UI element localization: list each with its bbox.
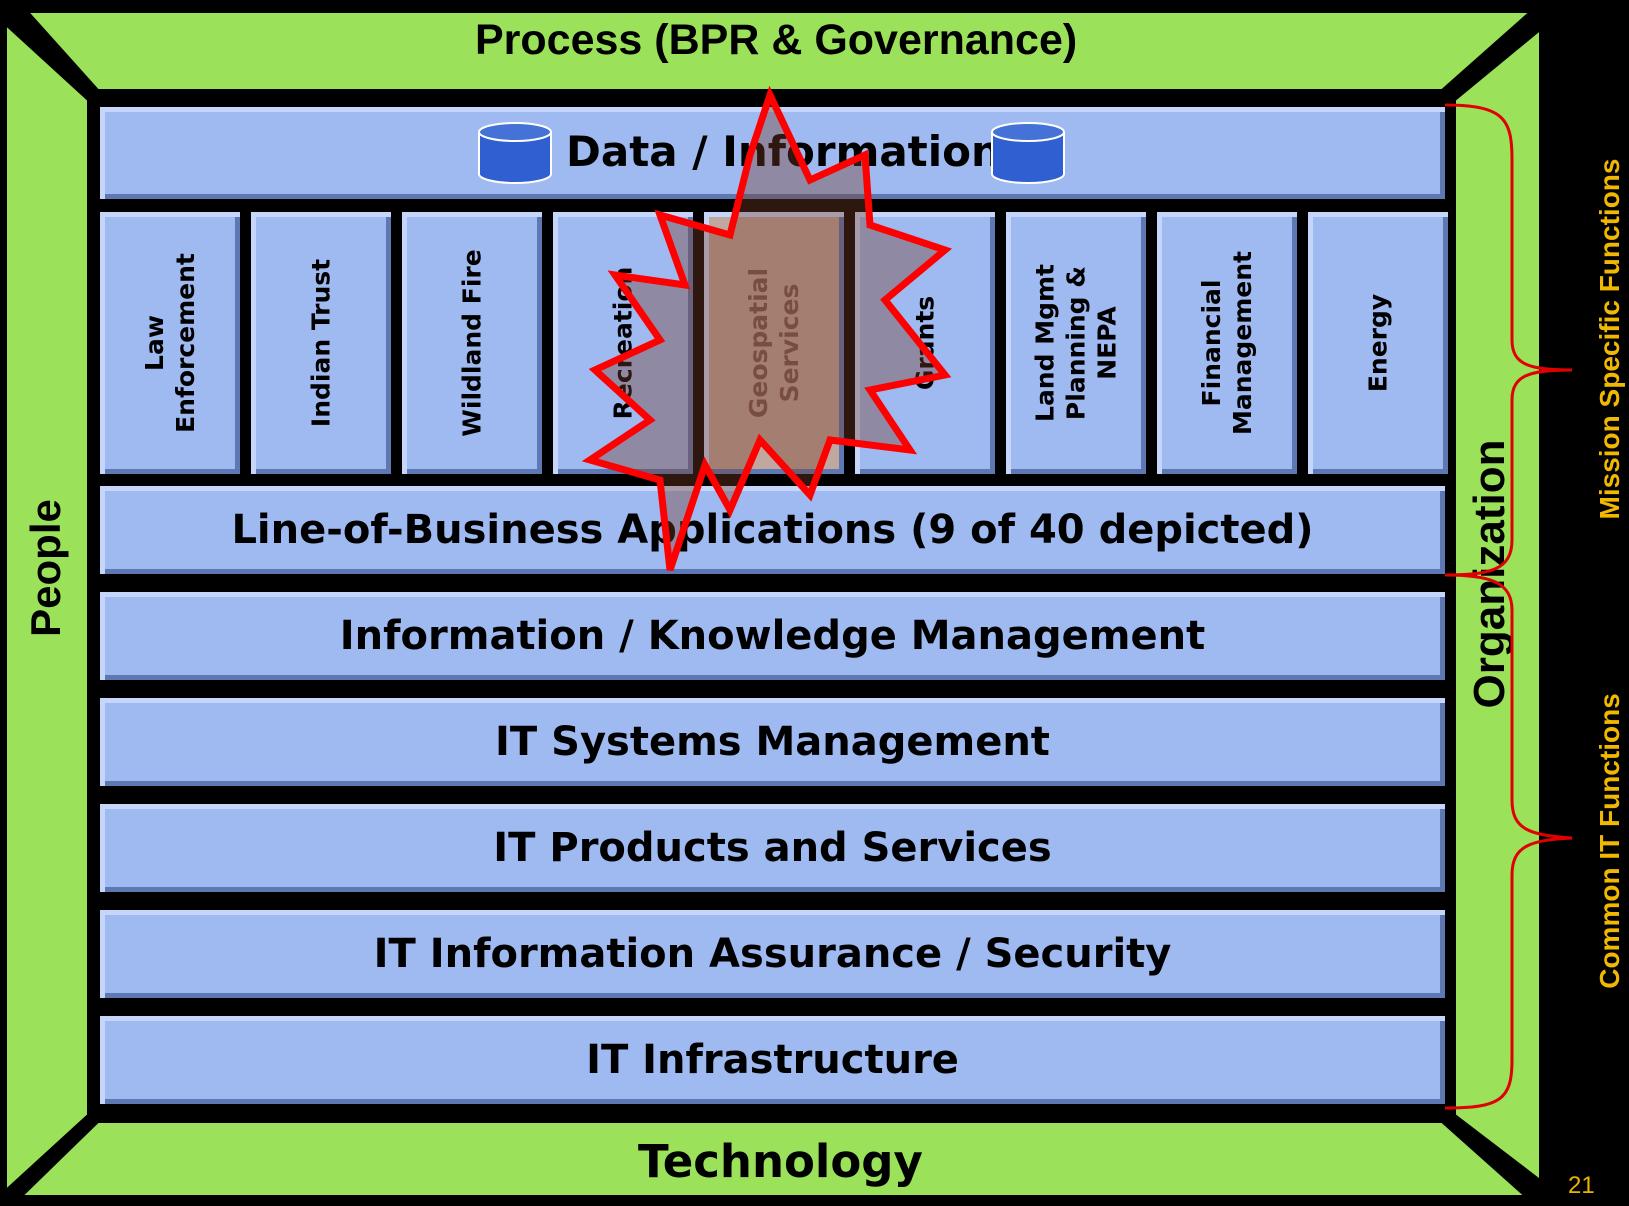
technology-label: Technology [638, 1135, 923, 1188]
mission-specific-label: Mission Specific Functions [1594, 158, 1625, 520]
it-products-services-layer: IT Products and Services [100, 804, 1445, 892]
application-column: Energy [1308, 212, 1448, 474]
technology-frame [19, 1121, 1528, 1197]
database-icon [478, 122, 552, 184]
application-column: Wildland Fire [402, 212, 542, 474]
process-frame [25, 11, 1533, 91]
process-label: Process (BPR & Governance) [475, 16, 1078, 64]
organization-frame [1454, 27, 1541, 1183]
common-it-label: Common IT Functions [1594, 693, 1625, 989]
common-bracket [1444, 573, 1573, 1110]
application-column: Indian Trust [251, 212, 391, 474]
database-icon [991, 122, 1065, 184]
mission-bracket [1444, 103, 1573, 577]
knowledge-management-layer: Information / Knowledge Management [100, 592, 1445, 680]
page-number: 21 [1568, 1172, 1595, 1199]
people-frame [5, 22, 89, 1193]
it-infrastructure-layer: IT Infrastructure [100, 1016, 1445, 1104]
it-security-layer: IT Information Assurance / Security [100, 910, 1445, 998]
it-systems-management-layer: IT Systems Management [100, 698, 1445, 786]
